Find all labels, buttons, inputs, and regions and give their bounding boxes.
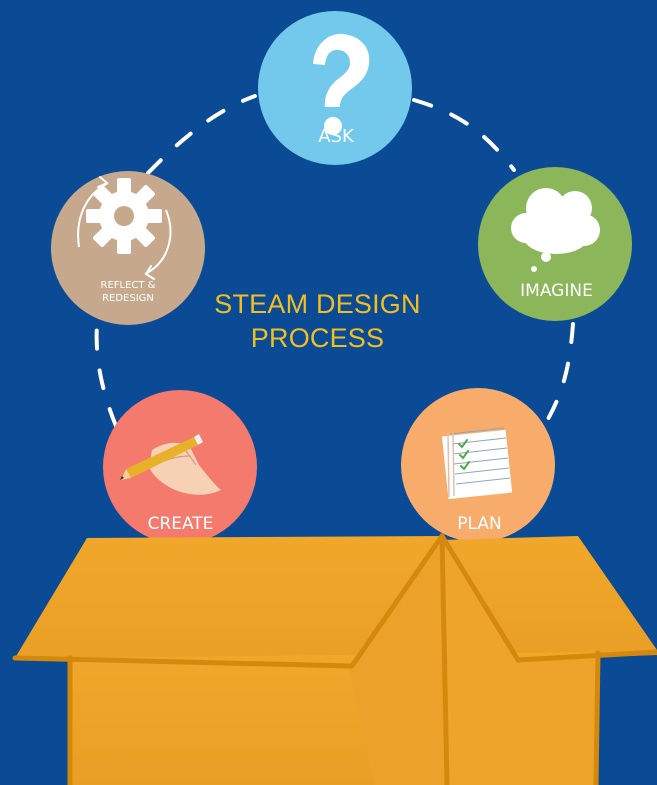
dashed-cycle-connectors bbox=[94, 94, 575, 428]
connector-ask-to-imagine bbox=[412, 98, 516, 172]
checklist-icon bbox=[441, 427, 513, 500]
plan-step-circle bbox=[401, 388, 555, 542]
step-label-reflect-line-2: REDESIGN bbox=[102, 293, 154, 304]
question-mark-icon bbox=[313, 33, 370, 135]
connector-create-to-reflect bbox=[94, 322, 118, 428]
connector-imagine-to-plan bbox=[542, 322, 575, 428]
gear-cycle-icon bbox=[77, 176, 172, 280]
step-label-reflect-line-1: REFLECT & bbox=[100, 280, 156, 291]
title-line-1: STEAM DESIGN bbox=[214, 289, 421, 319]
diagram-title: STEAM DESIGN PROCESS bbox=[190, 287, 445, 355]
reflect-step-circle bbox=[51, 171, 205, 325]
cardboard-box-illustration bbox=[12, 533, 657, 785]
step-label-plan: PLAN bbox=[457, 514, 502, 534]
step-label-create: CREATE bbox=[147, 514, 214, 534]
create-step-circle bbox=[103, 390, 257, 544]
thought-cloud-icon bbox=[511, 188, 600, 272]
step-label-imagine: IMAGINE bbox=[520, 281, 593, 301]
ask-step-circle bbox=[258, 11, 412, 165]
title-line-2: PROCESS bbox=[250, 323, 385, 354]
imagine-step-circle bbox=[478, 167, 632, 321]
step-label-reflect-redesign: REFLECT & REDESIGN bbox=[64, 279, 192, 305]
hand-writing-pencil-icon bbox=[120, 434, 221, 495]
step-label-ask: ASK bbox=[318, 126, 354, 147]
connector-reflect-to-ask bbox=[146, 94, 257, 175]
